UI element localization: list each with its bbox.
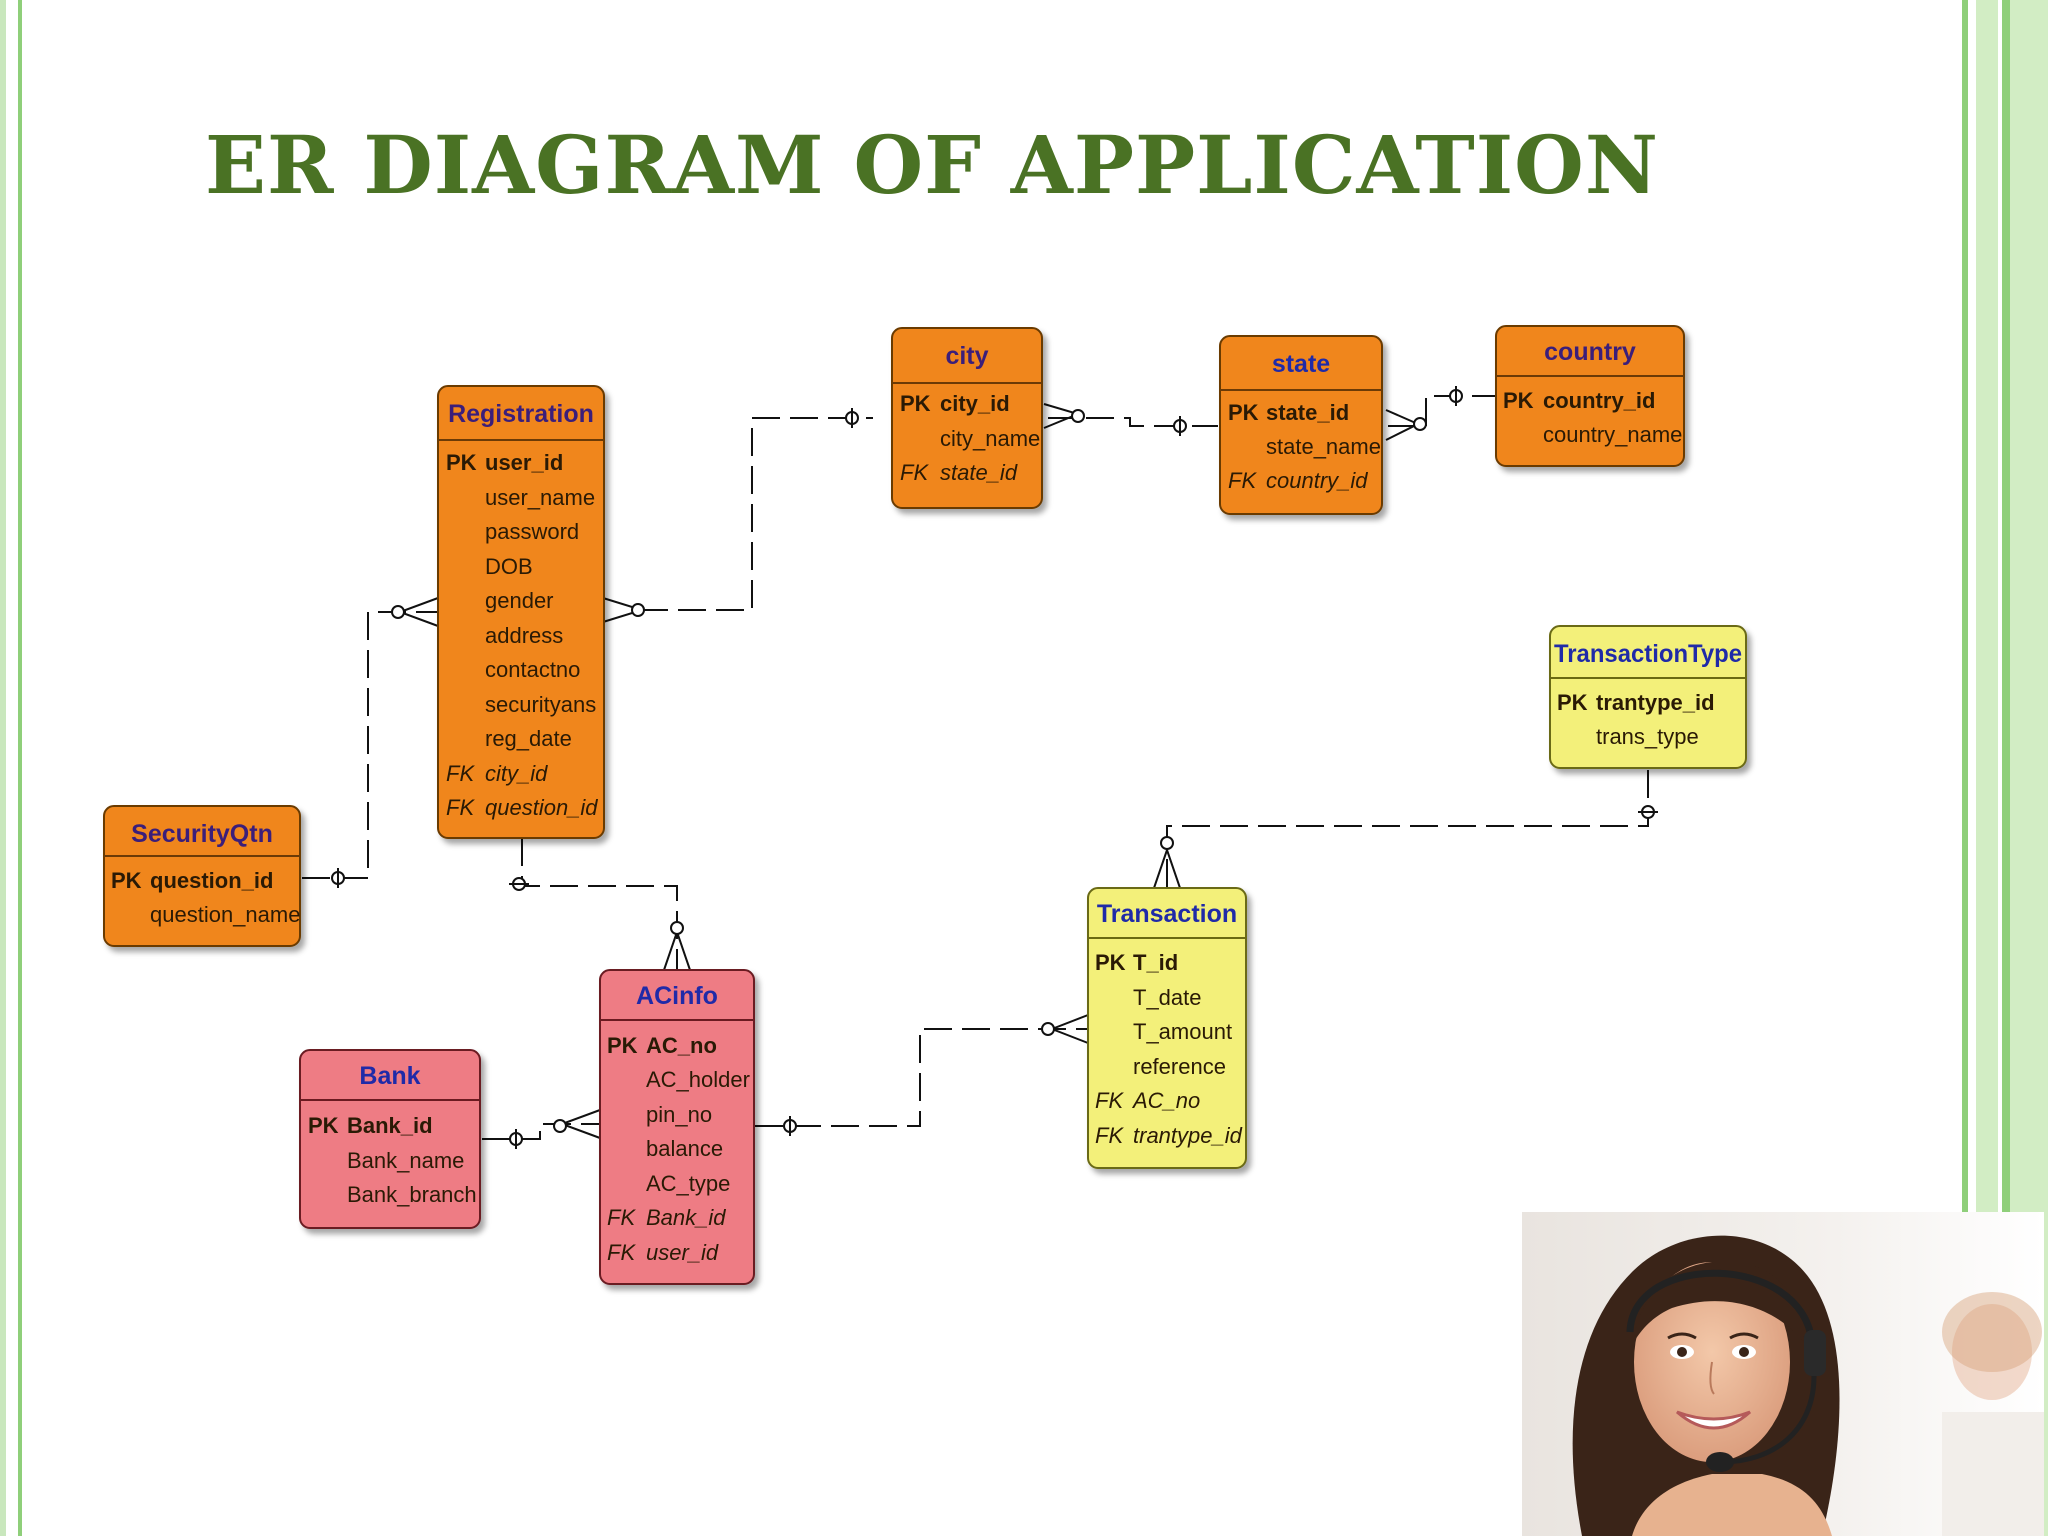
attr-name: city_name — [940, 426, 1040, 451]
entity-state-attrs: PK state_id state_name FK country_id — [1228, 400, 1381, 493]
attr-name: state_id — [940, 460, 1018, 485]
attr-key: PK — [1095, 950, 1126, 975]
attr-name: country_id — [1543, 388, 1655, 413]
attr-key: PK — [1503, 388, 1534, 413]
entity-registration-attrs: PK user_id user_name password DOB gender… — [446, 450, 598, 820]
attr-name: contactno — [485, 657, 580, 682]
attr-name: trantype_id — [1596, 690, 1715, 715]
rel-transactiontype-transaction — [1166, 770, 1649, 888]
entity-country-attrs: PK country_id country_name — [1503, 388, 1682, 447]
attr-key: PK — [1228, 400, 1259, 425]
attr-key: FK — [607, 1205, 636, 1230]
attr-name: user_name — [485, 485, 595, 510]
attr-key: FK — [446, 761, 475, 786]
rel-registration-city — [640, 417, 873, 611]
attr-key: FK — [446, 795, 475, 820]
entity-bank-title: Bank — [359, 1062, 420, 1090]
rel-registration-acinfo — [521, 838, 678, 970]
attr-key: PK — [1557, 690, 1588, 715]
entity-bank: Bank PK Bank_id Bank_name Bank_branch — [299, 1049, 481, 1229]
attr-name: city_id — [940, 391, 1010, 416]
entity-transactiontype-attrs: PK trantype_id trans_type — [1557, 690, 1715, 749]
attr-key: PK — [607, 1033, 638, 1058]
entity-country-title: country — [1544, 338, 1636, 366]
attr-name: pin_no — [646, 1102, 712, 1127]
attr-name: T_id — [1133, 950, 1178, 975]
entity-country: country PK country_id country_name — [1495, 325, 1685, 467]
attr-name: password — [485, 519, 579, 544]
attr-name: trans_type — [1596, 724, 1699, 749]
attr-key: PK — [308, 1113, 339, 1138]
page-title: ER DIAGRAM OF APPLICATION — [205, 118, 1659, 212]
attr-key: FK — [900, 460, 929, 485]
left-frame-bar — [0, 0, 22, 1536]
attr-name: question_name — [150, 902, 300, 927]
attr-name: user_id — [485, 450, 563, 475]
entity-securityqtn-attrs: PK question_id question_name — [111, 868, 300, 927]
attr-key: FK — [1095, 1123, 1124, 1148]
cardinality-markers — [331, 386, 1658, 1149]
entity-registration: Registration PK user_id user_name passwo… — [437, 385, 605, 839]
attr-name: trantype_id — [1133, 1123, 1243, 1148]
support-agent-photo — [1522, 1212, 2044, 1536]
support-agent-illustration — [1522, 1212, 2044, 1536]
attr-name: securityans — [485, 692, 596, 717]
entity-city-title: city — [945, 342, 988, 370]
attr-key: PK — [900, 391, 931, 416]
entity-acinfo: ACinfo PK AC_no AC_holder pin_no balance… — [599, 969, 755, 1285]
entity-acinfo-attrs: PK AC_no AC_holder pin_no balance AC_typ… — [607, 1033, 750, 1265]
attr-name: state_name — [1266, 434, 1381, 459]
entity-acinfo-title: ACinfo — [636, 982, 718, 1010]
entity-transaction-title: Transaction — [1097, 900, 1237, 928]
attr-name: AC_type — [646, 1171, 730, 1196]
entity-state-title: state — [1272, 350, 1330, 378]
entity-securityqtn: SecurityQtn PK question_id question_name — [103, 805, 301, 947]
attr-name: country_name — [1543, 422, 1682, 447]
entity-transaction: Transaction PK T_id T_date T_amount refe… — [1087, 887, 1247, 1169]
entity-city: city PK city_id city_name FK state_id — [891, 327, 1043, 509]
attr-name: reference — [1133, 1054, 1226, 1079]
attr-name: DOB — [485, 554, 533, 579]
entity-state: state PK state_id state_name FK country_… — [1219, 335, 1383, 515]
attr-name: state_id — [1266, 400, 1349, 425]
attr-name: Bank_id — [646, 1205, 726, 1230]
rel-state-country — [1388, 395, 1495, 427]
entity-city-attrs: PK city_id city_name FK state_id — [900, 391, 1040, 485]
attr-name: reg_date — [485, 726, 572, 751]
attr-key: FK — [1095, 1088, 1124, 1113]
attr-name: question_id — [150, 868, 273, 893]
rel-securityqtn-registration — [302, 611, 438, 879]
entity-registration-title: Registration — [448, 400, 594, 428]
attr-key: FK — [607, 1240, 636, 1265]
attr-name: question_id — [485, 795, 598, 820]
attr-name: Bank_branch — [347, 1182, 477, 1207]
attr-name: Bank_id — [347, 1113, 433, 1138]
attr-key: PK — [111, 868, 142, 893]
attr-key: FK — [1228, 468, 1257, 493]
er-diagram: city PK city_id city_name FK state_id st… — [103, 325, 1747, 1285]
attr-name: balance — [646, 1136, 723, 1161]
attr-name: AC_no — [646, 1033, 717, 1058]
rel-bank-acinfo — [482, 1123, 600, 1140]
entity-bank-attrs: PK Bank_id Bank_name Bank_branch — [308, 1113, 477, 1207]
attr-name: gender — [485, 588, 554, 613]
entity-transaction-attrs: PK T_id T_date T_amount reference FK AC_… — [1095, 950, 1243, 1148]
entity-securityqtn-title: SecurityQtn — [131, 820, 273, 848]
attr-name: city_id — [485, 761, 548, 786]
attr-name: Bank_name — [347, 1148, 464, 1173]
attr-name: AC_holder — [646, 1067, 750, 1092]
entity-transactiontype-title: TransactionType — [1554, 640, 1742, 668]
attr-name: AC_no — [1131, 1088, 1200, 1113]
entity-transactiontype: TransactionType PK trantype_id trans_typ… — [1549, 625, 1747, 769]
attr-name: T_amount — [1133, 1019, 1232, 1044]
attr-key: PK — [446, 450, 477, 475]
attr-name: country_id — [1266, 468, 1368, 493]
attr-name: T_date — [1133, 985, 1202, 1010]
rel-acinfo-transaction — [755, 1028, 1088, 1127]
attr-name: address — [485, 623, 563, 648]
attr-name: user_id — [646, 1240, 719, 1265]
